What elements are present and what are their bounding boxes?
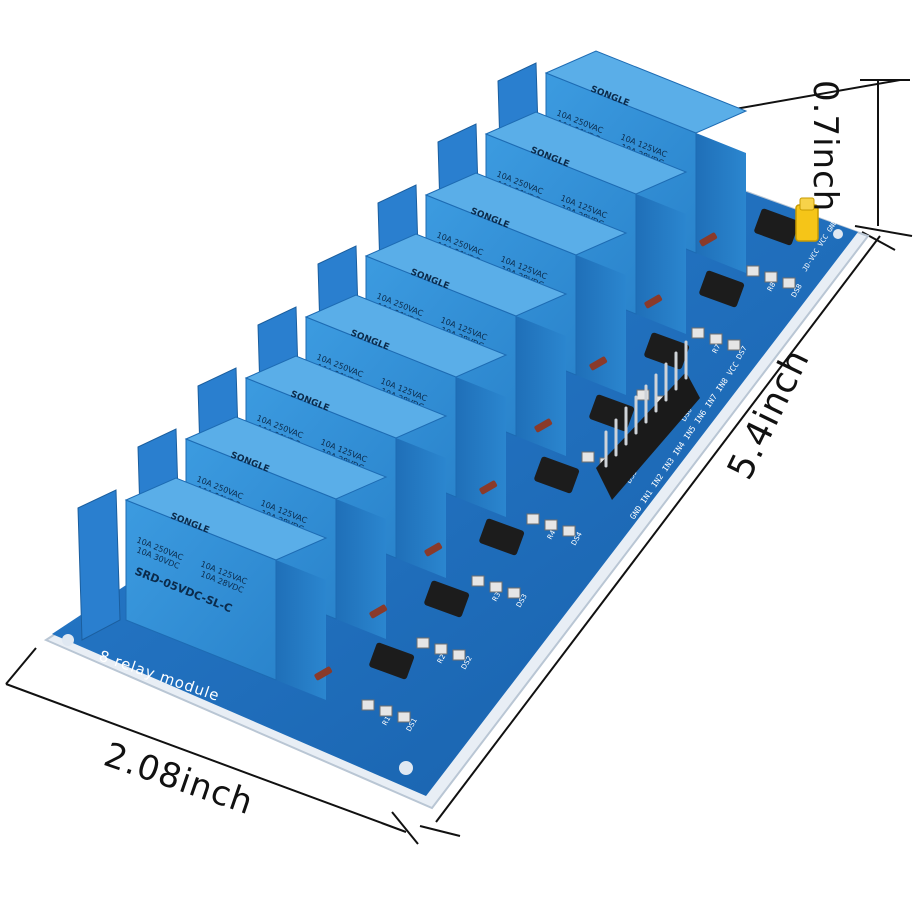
diode: [534, 418, 553, 433]
diode: [589, 356, 608, 371]
mounting-hole: [833, 229, 843, 239]
smd-pad: [526, 513, 540, 525]
relay-side: [636, 194, 686, 334]
optocoupler: [424, 580, 470, 618]
relay-top: [424, 172, 628, 256]
relay-side: [696, 133, 746, 273]
resistor-label: R3: [491, 591, 503, 603]
diode: [644, 294, 663, 309]
resistor-label: R2: [436, 653, 448, 665]
resistor-label: R8: [766, 281, 778, 293]
pin-header: [596, 340, 700, 500]
resistor-label: R4: [546, 528, 558, 541]
relay-side: [396, 438, 446, 578]
screw-terminal: [77, 489, 121, 641]
mounting-hole: [62, 634, 74, 646]
dimension-lines: [5, 79, 913, 845]
smd-pad: [782, 277, 796, 289]
relay-top: [124, 477, 328, 561]
jumper-block: [795, 197, 819, 242]
smd-pad: [379, 705, 393, 717]
optocoupler: [479, 518, 525, 556]
smd-pad: [489, 581, 503, 593]
diode: [314, 666, 333, 681]
smd-pad: [434, 643, 448, 655]
optocoupler: [699, 270, 745, 308]
height-dimension-label: 0.7inch: [805, 80, 845, 213]
relay-top: [244, 355, 448, 439]
component-row: DS8R8DS7R7DS6R6DS5R5DS4R4DS3R3DS2R2DS1R1: [314, 208, 804, 733]
optocoupler: [589, 394, 635, 432]
resistor-label: R7: [711, 343, 723, 355]
relay-top: [304, 294, 508, 378]
smd-pad: [416, 637, 430, 649]
diode: [369, 604, 388, 619]
diode: [424, 542, 443, 557]
relay-side: [456, 377, 506, 517]
smd-pad: [581, 451, 595, 463]
relay-top: [184, 416, 388, 500]
smd-pad: [764, 271, 778, 283]
smd-pad: [746, 265, 760, 277]
relay-top: [364, 233, 568, 317]
resistor-label: R1: [381, 715, 393, 727]
relay-side: [516, 316, 566, 456]
smd-pad: [507, 587, 521, 599]
mounting-hole: [399, 761, 413, 775]
smd-pad: [397, 711, 411, 723]
smd-pad: [709, 333, 723, 345]
relay-top: [484, 111, 688, 195]
relay-top: [544, 50, 748, 134]
smd-pad: [691, 327, 705, 339]
smd-pad: [544, 519, 558, 531]
relay-side: [276, 560, 326, 700]
optocoupler: [644, 332, 690, 370]
smd-pad: [452, 649, 466, 661]
relay-side: [336, 499, 386, 639]
relay-side: [576, 255, 626, 395]
smd-pad: [361, 699, 375, 711]
diode: [479, 480, 498, 495]
smd-pad: [562, 525, 576, 537]
diode: [699, 232, 718, 247]
smd-pad: [636, 389, 650, 401]
optocoupler: [754, 208, 800, 246]
smd-pad: [471, 575, 485, 587]
optocoupler: [369, 642, 415, 680]
optocoupler: [534, 456, 580, 494]
smd-pad: [727, 339, 741, 351]
